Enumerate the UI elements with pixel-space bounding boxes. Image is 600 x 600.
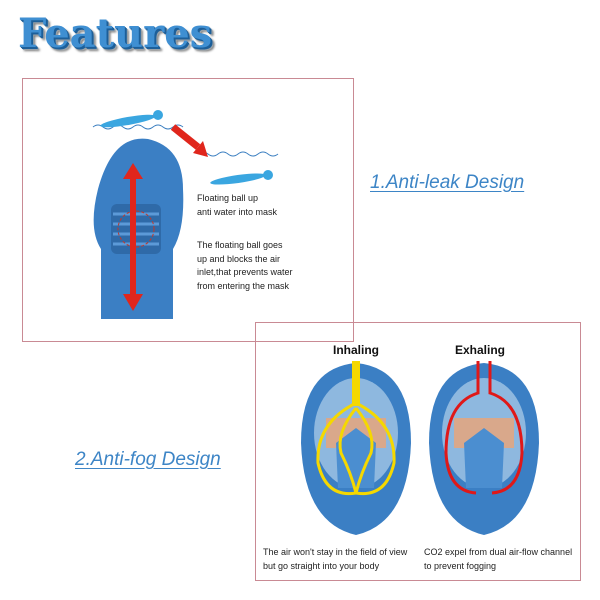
anti-fog-illustration xyxy=(301,361,539,535)
arrow-up-icon xyxy=(123,163,143,179)
page-title: Features xyxy=(18,10,213,57)
caption-line: to prevent fogging xyxy=(424,560,497,571)
caption-line: from entering the mask xyxy=(197,280,290,291)
caption-line: but go straight into your body xyxy=(263,560,380,571)
anti-fog-panel xyxy=(255,322,581,581)
exhaling-mask-icon xyxy=(429,361,539,535)
caption-line: anti water into mask xyxy=(197,206,278,217)
anti-leak-panel xyxy=(22,78,354,342)
wave-icon xyxy=(197,151,279,157)
swimmer-icon xyxy=(100,110,163,128)
caption-line: CO2 expel from dual air-flow channel xyxy=(424,547,573,557)
exhaling-caption: CO2 expel from dual air-flow channel to … xyxy=(424,546,572,573)
anti-leak-illustration xyxy=(92,110,279,319)
caption-line: The floating ball goes xyxy=(197,240,283,250)
caption-line: The air won't stay in the field of view xyxy=(263,547,408,557)
anti-leak-caption-short: Floating ball up anti water into mask xyxy=(197,192,277,219)
exhaling-label: Exhaling xyxy=(455,343,506,357)
caption-line: up and blocks the air xyxy=(197,253,281,264)
inhaling-caption: The air won't stay in the field of view … xyxy=(263,546,407,573)
wave-icon xyxy=(92,124,184,130)
panel-border xyxy=(255,580,581,581)
anti-fog-heading: 2.Anti-fog Design xyxy=(75,449,221,470)
swimmer-icon xyxy=(210,170,273,185)
caption-line: inlet,that prevents water xyxy=(197,267,293,277)
inhaling-mask-icon xyxy=(301,361,411,535)
caption-line: Floating ball up xyxy=(197,193,259,203)
panel-border xyxy=(580,322,581,580)
arrow-icon xyxy=(193,141,208,157)
inhaling-label: Inhaling xyxy=(333,343,379,357)
anti-leak-heading: 1.Anti-leak Design xyxy=(370,172,525,193)
arrow-down-icon xyxy=(123,294,143,311)
anti-leak-caption-long: The floating ball goes up and blocks the… xyxy=(197,239,293,293)
